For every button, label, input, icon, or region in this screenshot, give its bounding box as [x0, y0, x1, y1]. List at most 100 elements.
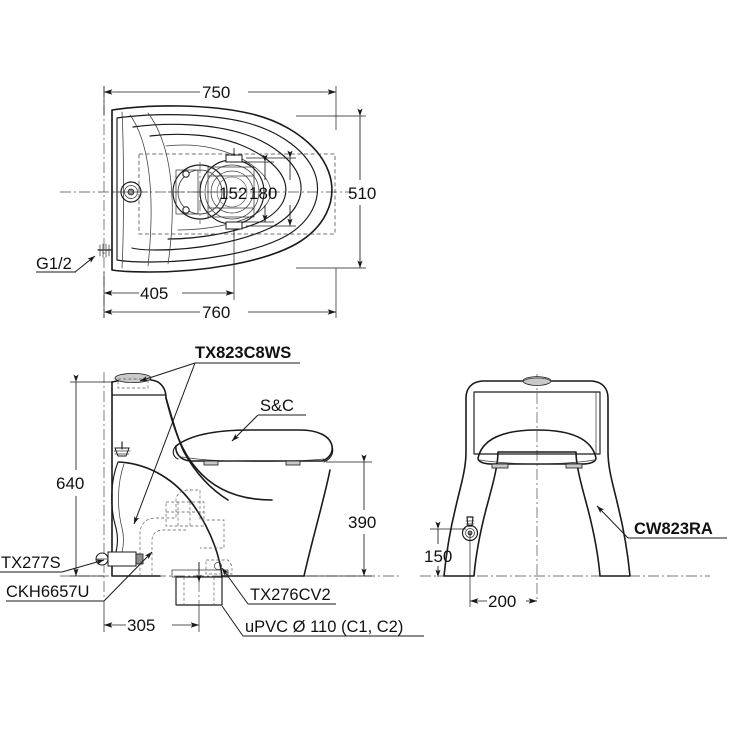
side-view-seat-edge: [323, 445, 334, 463]
front-view-seat-front: [477, 429, 597, 465]
top-view-bowl-outline: [111, 105, 333, 273]
front-view-seat-bumper-right: [565, 463, 583, 469]
top-view-bolt-head-top: [225, 154, 243, 163]
side-view-tx276-leader: [221, 567, 249, 605]
top-view-trap-ring-mid: [204, 164, 260, 220]
top-view-g12-label: G1/2: [36, 255, 72, 273]
side-view-ckh6657u-label: CKH6657U: [6, 583, 89, 601]
side-view-ckh-leader: [103, 551, 153, 602]
side-view-seat-bumper-left: [203, 460, 219, 466]
top-view-bowl-inner-contour: [149, 133, 287, 240]
side-view-trap-profile: [139, 489, 225, 576]
side-view-tx277s-label: TX277S: [1, 554, 61, 572]
side-view-callout-tx277s: TX277S: [0, 554, 105, 573]
top-view-footprint-dashed: [138, 153, 336, 235]
side-view-dim-640-text: 640: [56, 474, 84, 493]
top-view-g12-leader: [74, 255, 96, 273]
front-view-valve-stem: [466, 516, 474, 527]
top-view-bolt-left-bottom: [182, 206, 190, 214]
side-view-tx823c8ws-label: TX823C8WS: [195, 344, 291, 362]
side-view-upvc-leader: [221, 605, 244, 637]
side-view-tx276cv2-fitting: [205, 559, 233, 575]
front-view-dim-150: 150: [424, 521, 466, 578]
front-view: CW823RA 150 200: [420, 374, 727, 611]
side-view-upvc-label: uPVC Ø 110 (C1, C2): [245, 618, 403, 636]
top-view-dim-750: 750: [103, 83, 337, 130]
front-view-cw823ra-label: CW823RA: [634, 520, 713, 538]
side-view-seat-hinge: [172, 445, 179, 460]
side-view-tx276cv2-label: TX276CV2: [250, 586, 331, 604]
side-view-seat-cover: [175, 429, 334, 466]
top-view-dim-405-text: 405: [140, 284, 168, 303]
side-view-callout-ckh6657u: CKH6657U: [6, 551, 153, 602]
front-view-seat-bumper-left: [491, 463, 509, 469]
top-view-side-channel-a: [129, 114, 152, 267]
front-view-body-outline: [443, 380, 631, 577]
side-view-callout-upvc: uPVC Ø 110 (C1, C2): [221, 605, 424, 637]
side-view-trapway-hidden: [139, 489, 225, 576]
top-view-dim-510: 510: [296, 108, 376, 269]
top-view-bracket-left: [175, 169, 199, 215]
front-view-dim-150-text: 150: [424, 547, 452, 566]
side-view-bowl-skirt: [118, 461, 223, 577]
side-view-supply-assembly: [95, 441, 144, 567]
side-view-trap-box: [165, 501, 205, 527]
top-view-dim-510-text: 510: [348, 184, 376, 203]
side-view-flush-button: [114, 372, 152, 383]
top-view-dim-180: 180: [249, 150, 293, 227]
front-view-cw823ra-leader: [596, 505, 629, 539]
side-view-callout-sandc: S&C: [231, 397, 306, 442]
top-view-dim-760-text: 760: [202, 303, 230, 322]
front-view-dim-200-text: 200: [488, 592, 516, 611]
side-view-tx277s-leader: [61, 559, 105, 573]
top-view-dim-760: 760: [103, 268, 337, 322]
top-view-trap-ring-core: [216, 176, 248, 208]
side-view-flex-hose-inner: [118, 463, 125, 553]
side-view-valve-body: [107, 551, 137, 567]
side-view-fill-valve: [113, 441, 131, 457]
top-view-rim-line: [116, 114, 318, 263]
side-view-tx823-leader-a: [139, 362, 196, 382]
top-view-dim-405: 405: [103, 238, 235, 303]
front-view-seat-line: [479, 459, 595, 465]
side-view-callout-tx823c8ws: TX823C8WS: [133, 344, 300, 525]
side-view-sandc-label: S&C: [260, 397, 294, 415]
side-view-tx823-leader-b: [133, 362, 196, 525]
side-view-tank-back: [111, 381, 161, 577]
top-view-bolt-head-bottom: [225, 221, 243, 230]
side-view-dim-640: 640: [56, 374, 112, 577]
top-view-dim-180-text: 180: [249, 184, 277, 203]
side-view-bowl-upper: [165, 397, 273, 501]
top-view-dim-152-text: 152: [219, 184, 247, 203]
side-view-sandc-leader: [231, 414, 259, 442]
side-view-dim-390: 390: [304, 454, 376, 577]
top-view-flange-plate: [207, 166, 255, 218]
top-view-dim-750-text: 750: [202, 83, 230, 102]
top-view-callout-g12: G1/2: [36, 255, 96, 273]
side-view-flush-plate-dashed: [117, 378, 149, 389]
top-view-side-channel-b: [147, 112, 173, 265]
side-view-trap-profile-inner: [151, 529, 186, 576]
side-view-dim-390-text: 390: [348, 513, 376, 532]
top-view-dim-152: 152: [219, 154, 268, 223]
top-view-supply-nipple: [97, 243, 113, 258]
side-view-angle-stop-valve: [95, 551, 144, 567]
side-view-dim-305-text: 305: [127, 616, 155, 635]
top-view: 152 180 G1/2 750: [36, 83, 376, 322]
top-view-tank-side-line: [121, 111, 124, 269]
front-view-dim-200: 200: [469, 533, 538, 611]
side-view-callout-tx276cv2: TX276CV2: [221, 567, 336, 605]
side-view-seat-line: [181, 456, 325, 462]
top-view-seat-contour: [131, 123, 302, 251]
front-view-flush-button-top: [522, 377, 552, 382]
side-view-fitting-hole: [214, 562, 222, 570]
front-view-callout-cw823ra: CW823RA: [596, 505, 727, 539]
side-view-valve-outlet: [135, 553, 144, 565]
side-view-flex-hose: [111, 461, 119, 553]
side-view-dim-305: 305: [103, 601, 200, 635]
side-view-fitting-body: [205, 559, 233, 575]
top-view-trap-ring-inner: [210, 170, 254, 214]
side-view-seat-bumper-right: [285, 460, 301, 466]
